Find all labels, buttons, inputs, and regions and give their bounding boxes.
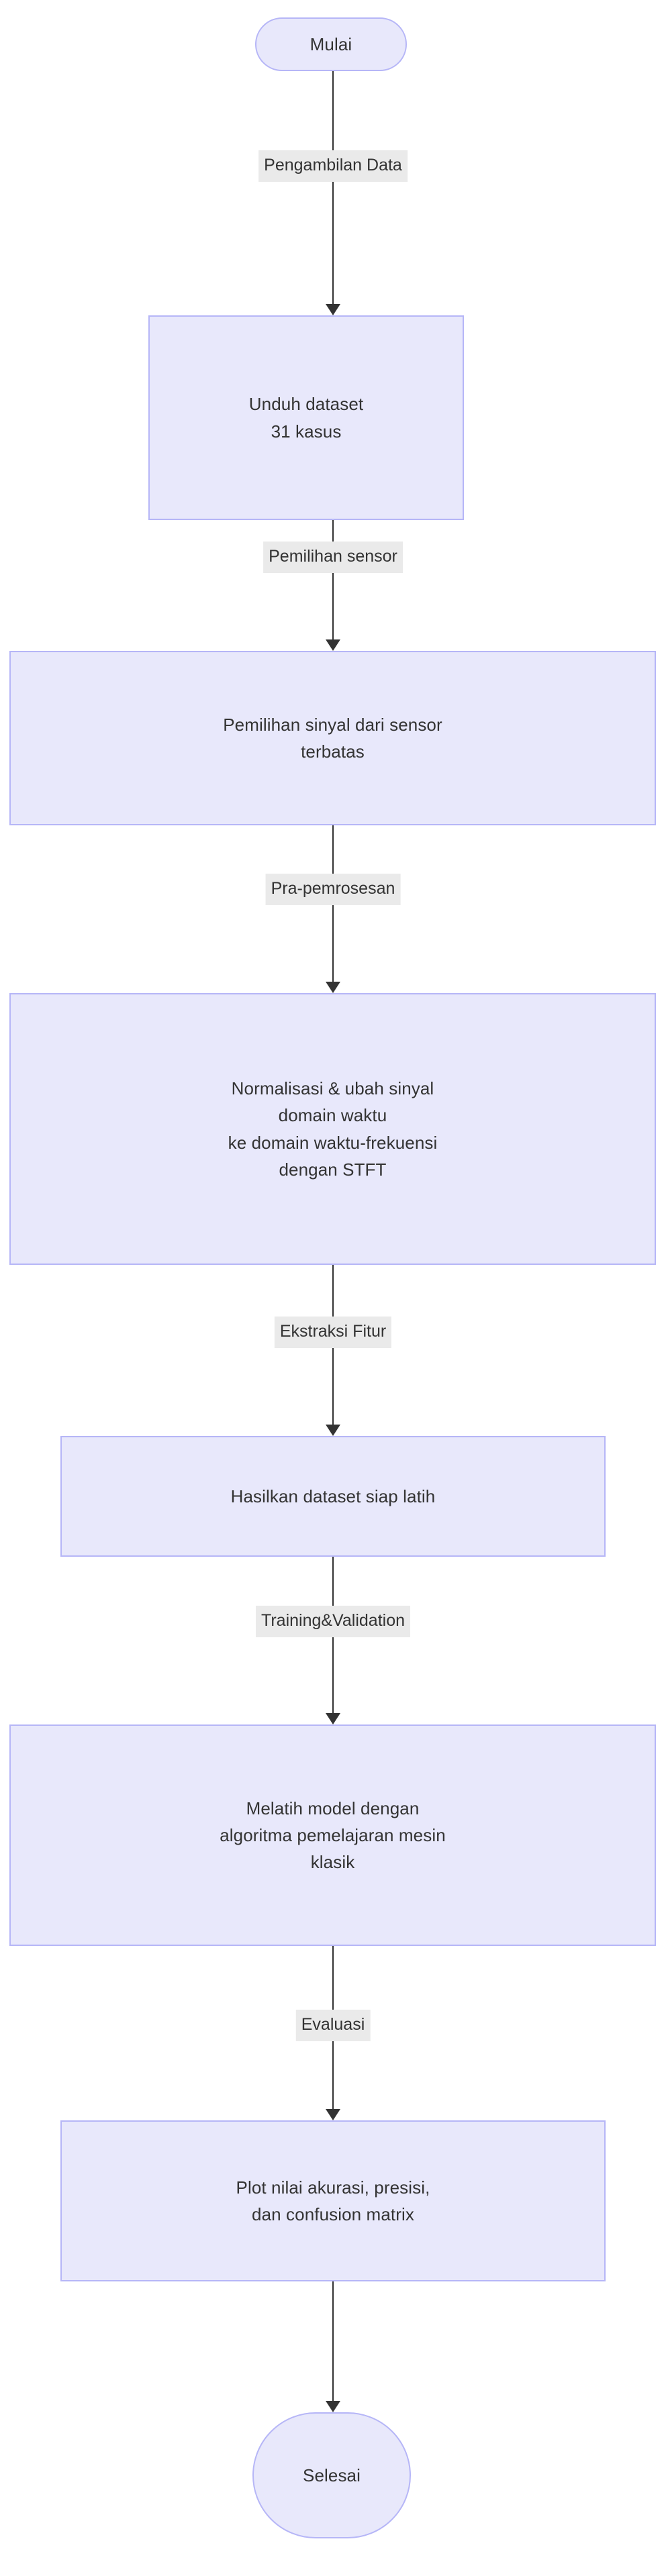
edge-evaluate-to-end xyxy=(0,2281,666,2412)
node-download-dataset-label: Unduh dataset 31 kasus xyxy=(248,394,364,442)
node-plot-metrics[interactable]: Plot nilai akurasi, presisi, dan confusi… xyxy=(60,2120,606,2281)
node-train-model-label: Melatih model dengan algoritma pemelajar… xyxy=(220,1798,446,1873)
edge-line xyxy=(332,2281,334,2401)
edge-line xyxy=(332,520,334,639)
edge-label-training-validation: Training&Validation xyxy=(255,1606,411,1638)
node-start[interactable]: Mulai xyxy=(255,17,407,71)
node-start-label: Mulai xyxy=(310,34,352,54)
node-download-dataset[interactable]: Unduh dataset 31 kasus xyxy=(148,315,464,520)
edge-dataset-to-train: Training&Validation xyxy=(0,1557,666,1724)
arrow-head-icon xyxy=(326,982,340,993)
node-end-label: Selesai xyxy=(303,2465,361,2485)
edge-label-pengambilan-data: Pengambilan Data xyxy=(258,150,408,183)
arrow-head-icon xyxy=(326,1713,340,1724)
edge-label-evaluasi: Evaluasi xyxy=(295,2010,371,2042)
node-select-signal-label: Pemilihan sinyal dari sensor terbatas xyxy=(223,714,442,762)
node-end[interactable]: Selesai xyxy=(252,2412,411,2538)
node-plot-metrics-label: Plot nilai akurasi, presisi, dan confusi… xyxy=(236,2177,430,2224)
node-select-signal[interactable]: Pemilihan sinyal dari sensor terbatas xyxy=(9,651,656,825)
arrow-head-icon xyxy=(326,2109,340,2120)
edge-label-ekstraksi-fitur: Ekstraksi Fitur xyxy=(274,1317,392,1349)
edge-line xyxy=(332,71,334,304)
edge-label-pemilihan-sensor: Pemilihan sensor xyxy=(263,542,403,574)
node-train-model[interactable]: Melatih model dengan algoritma pemelajar… xyxy=(9,1724,656,1946)
arrow-head-icon xyxy=(326,639,340,651)
edge-train-to-evaluate: Evaluasi xyxy=(0,1946,666,2120)
edge-download-to-select: Pemilihan sensor xyxy=(0,520,666,651)
edge-start-to-download: Pengambilan Data xyxy=(0,71,666,315)
node-ready-dataset-label: Hasilkan dataset siap latih xyxy=(230,1486,436,1506)
edge-select-to-preprocess: Pra-pemrosesan xyxy=(0,825,666,993)
edge-label-pra-pemrosesan: Pra-pemrosesan xyxy=(265,874,401,906)
node-preprocess-stft[interactable]: Normalisasi & ubah sinyal domain waktu k… xyxy=(9,993,656,1265)
arrow-head-icon xyxy=(326,1425,340,1436)
node-preprocess-stft-label: Normalisasi & ubah sinyal domain waktu k… xyxy=(228,1078,438,1180)
arrow-head-icon xyxy=(326,2401,340,2412)
edge-preprocess-to-dataset: Ekstraksi Fitur xyxy=(0,1265,666,1436)
arrow-head-icon xyxy=(326,304,340,315)
node-ready-dataset[interactable]: Hasilkan dataset siap latih xyxy=(60,1436,606,1557)
